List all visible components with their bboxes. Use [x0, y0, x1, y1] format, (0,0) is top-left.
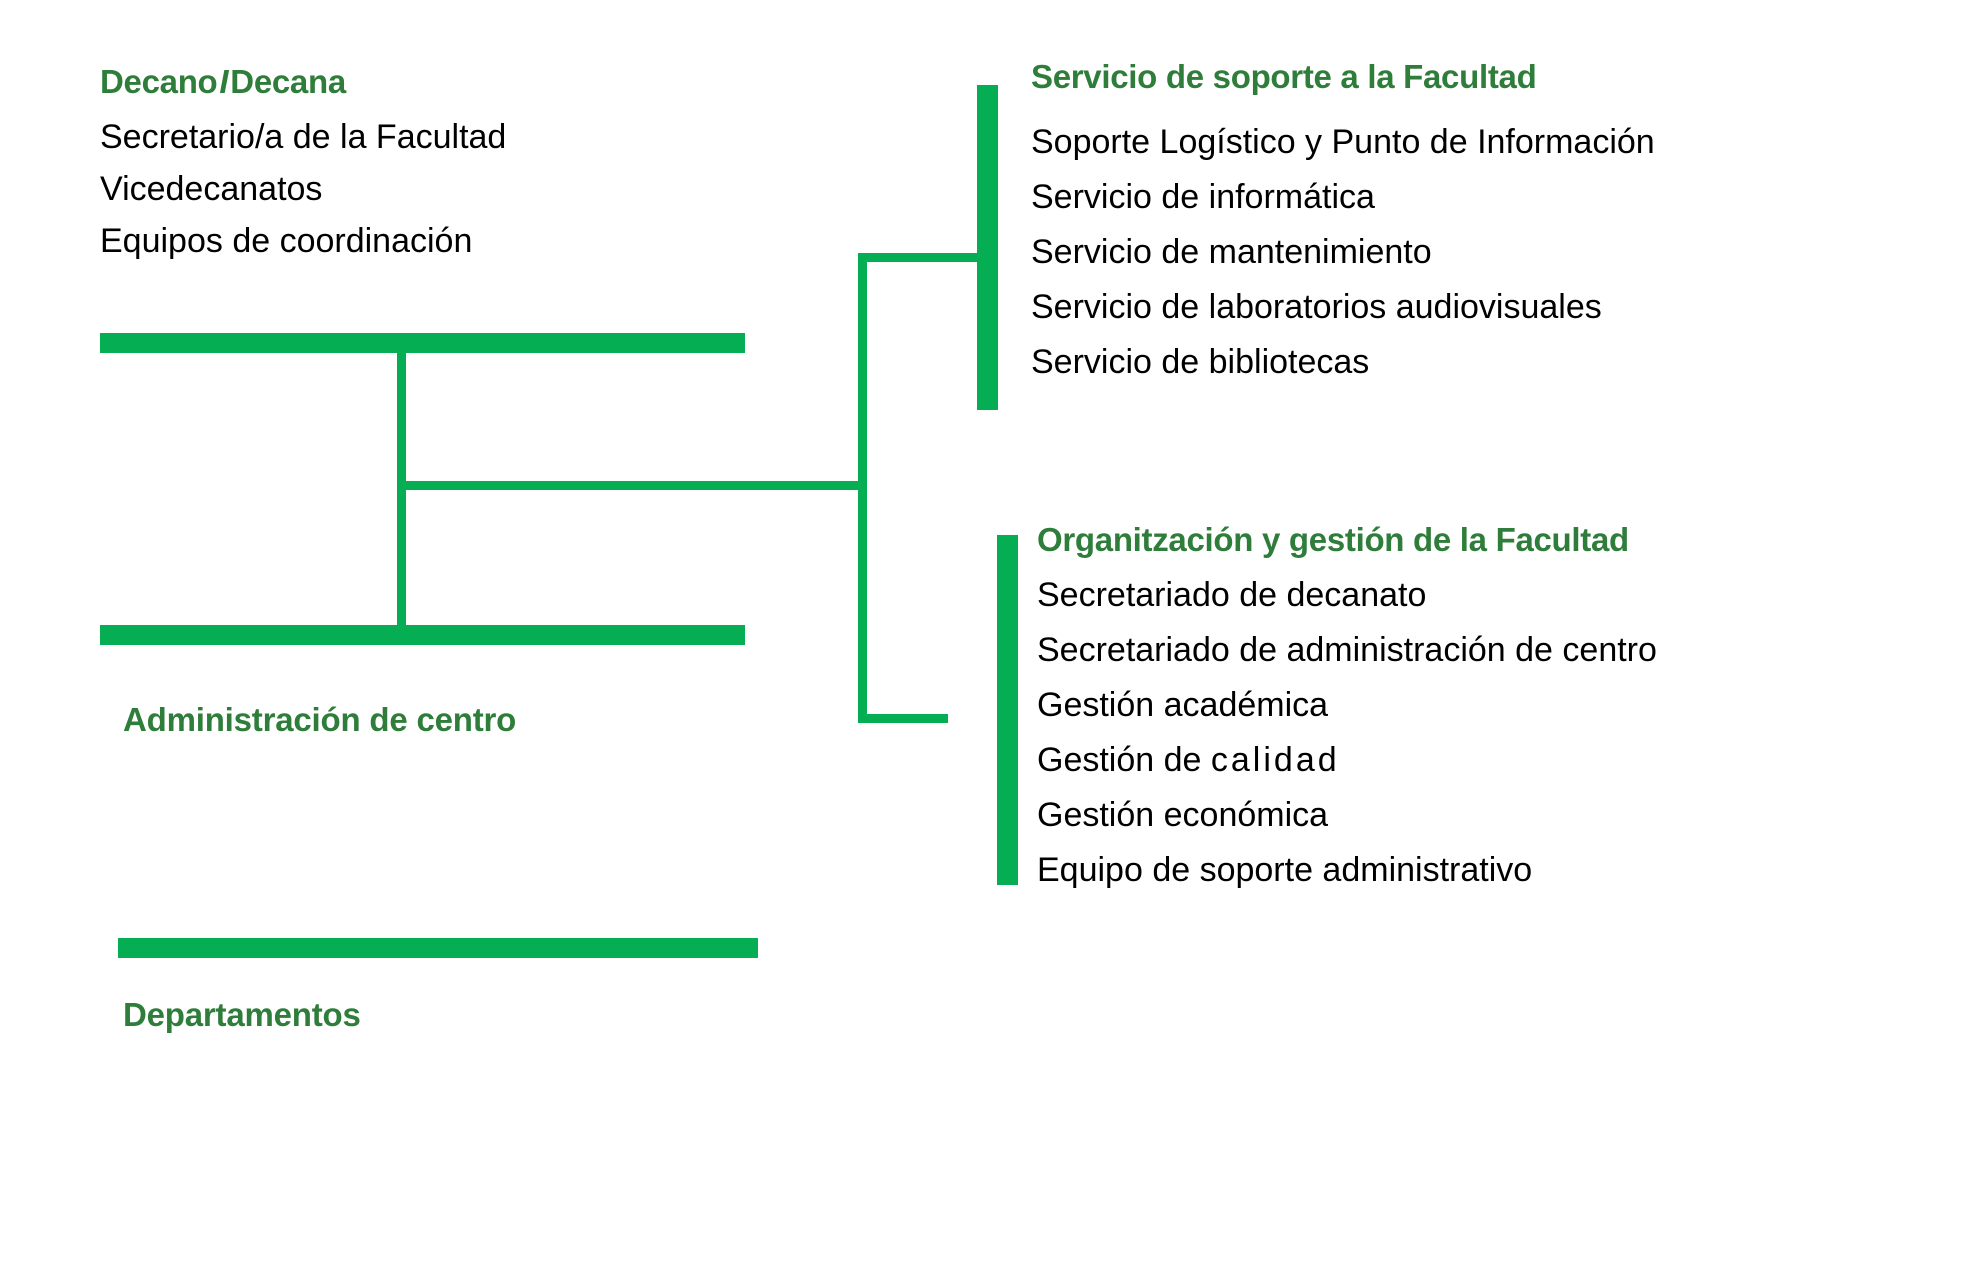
branch-arm-group-1: [858, 253, 990, 262]
admin-node-bar: [100, 625, 745, 645]
group-1: Servicio de soporte a la Facultad Soport…: [1031, 57, 1655, 390]
branch-vertical-riser: [858, 253, 867, 723]
group-1-title: Servicio de soporte a la Facultad: [1031, 58, 1537, 95]
branch-arm-group-2: [858, 714, 948, 723]
dean-heading-before: Decano: [100, 63, 218, 100]
dean-node-heading: DecanoIDecana: [100, 62, 506, 102]
list-item: Soporte Logístico y Punto de Información: [1031, 123, 1655, 161]
list-item: Vicedecanatos: [100, 170, 323, 208]
dean-node-bar: [100, 333, 745, 353]
group-2-accent-bar: [997, 535, 1018, 885]
list-item: Equipo de soporte administrativo: [1037, 851, 1533, 889]
dean-heading-separator: I: [219, 63, 229, 100]
list-item: Secretariado de administración de centro: [1037, 631, 1657, 669]
list-item: Servicio de mantenimiento: [1031, 233, 1432, 271]
group-1-accent-bar: [977, 85, 998, 410]
list-item: Servicio de informática: [1031, 178, 1375, 216]
dean-node: DecanoIDecana Secretario/a de la Faculta…: [100, 62, 506, 267]
dean-heading-after: Decana: [230, 63, 346, 100]
list-item: Servicio de laboratorios audiovisuales: [1031, 288, 1602, 326]
group-2-item-list: Secretariado de decanato Secretariado de…: [1037, 568, 1657, 898]
group-1-item-list: Soporte Logístico y Punto de Información…: [1031, 115, 1655, 390]
list-item: Gestión de calidad: [1037, 741, 1340, 779]
dean-node-item-list: Secretario/a de la Facultad Vicedecanato…: [100, 111, 506, 267]
departments-node-bar: [118, 938, 758, 958]
group-2-title: Organitzación y gestión de la Facultad: [1037, 521, 1629, 558]
list-item: Servicio de bibliotecas: [1031, 343, 1370, 381]
departments-node-label: Departamentos: [123, 996, 361, 1033]
list-item: Gestión económica: [1037, 796, 1329, 834]
admin-node-label: Administración de centro: [123, 701, 517, 738]
departments-node-label-wrap: Departamentos: [123, 995, 361, 1035]
list-item: Gestión académica: [1037, 686, 1329, 724]
list-item: Secretario/a de la Facultad: [100, 118, 507, 156]
list-item: Secretariado de decanato: [1037, 576, 1427, 614]
list-item: Equipos de coordinación: [100, 222, 473, 260]
branch-horizontal-trunk: [397, 481, 867, 490]
admin-node-label-wrap: Administración de centro: [123, 700, 516, 740]
group-2: Organitzación y gestión de la Facultad S…: [1037, 520, 1657, 898]
